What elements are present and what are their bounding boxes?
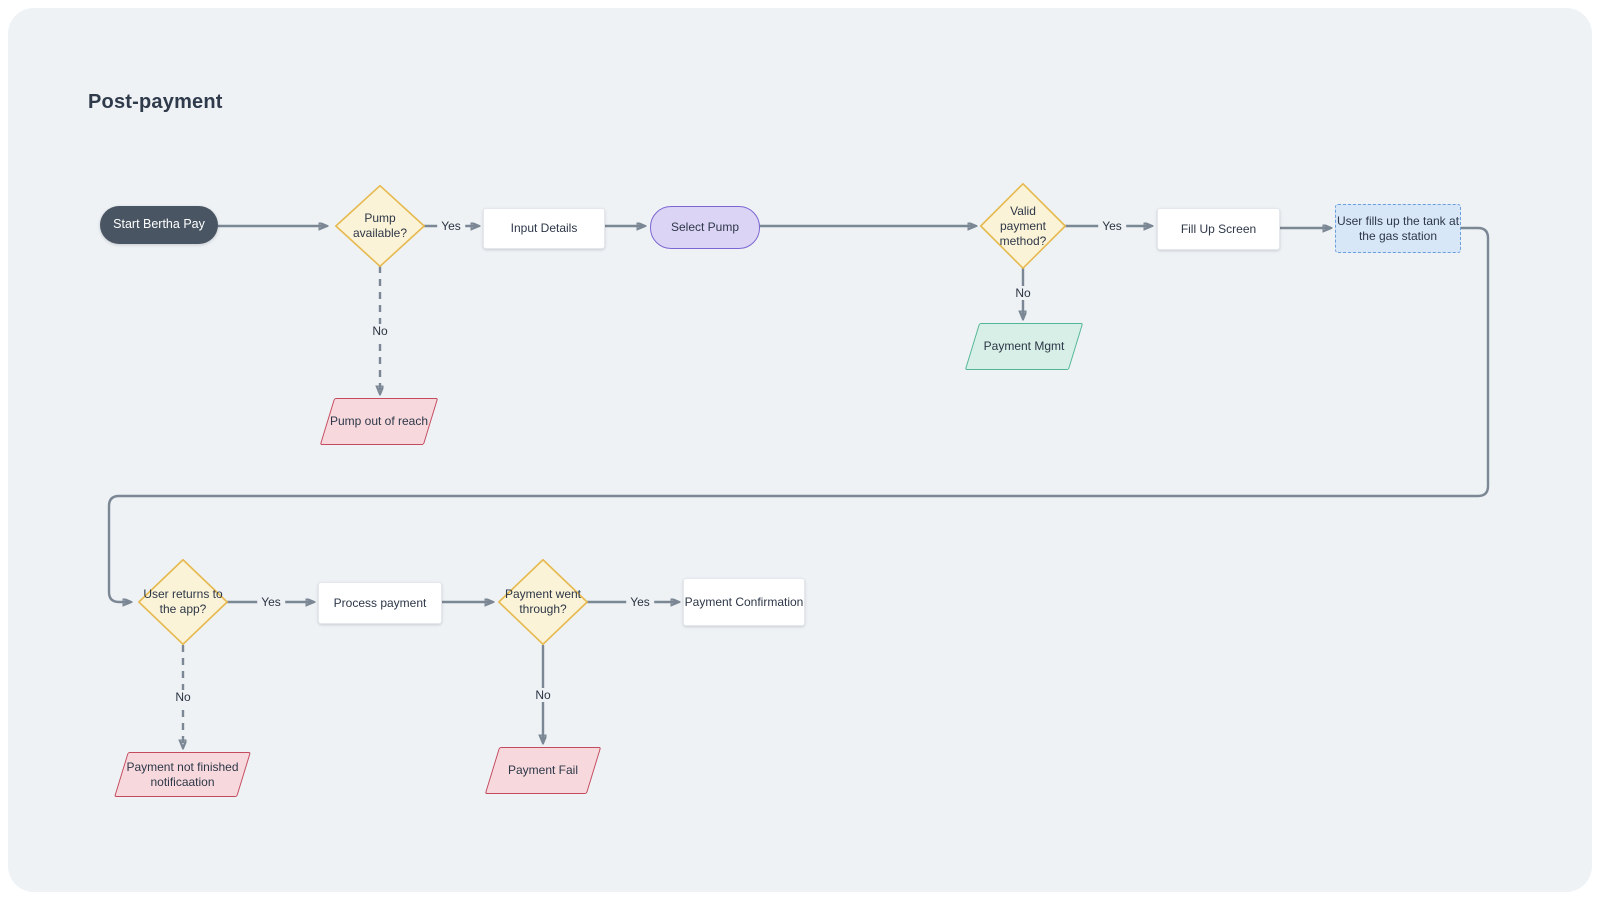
node-label: Payment Confirmation: [684, 594, 804, 609]
edge-label-no: No: [1011, 286, 1035, 300]
edge-label-yes: Yes: [626, 595, 654, 609]
node-decision-pump-available[interactable]: Pump available?: [334, 184, 426, 268]
node-user-fills-up-tank[interactable]: User fills up the tank at the gas statio…: [1335, 204, 1461, 253]
node-label: Payment not finished notificaation: [126, 759, 239, 789]
node-decision-valid-payment-method[interactable]: Valid payment method?: [979, 182, 1067, 270]
node-label: Payment Mgmt: [983, 339, 1065, 353]
node-payment-fail[interactable]: Payment Fail: [483, 747, 603, 794]
edge-user-fills-tank-to-user-returns: [107, 226, 1490, 602]
node-label: User fills up the tank at the gas statio…: [1336, 213, 1460, 243]
edge-label-no: No: [171, 690, 195, 704]
flow-canvas: [8, 8, 1592, 892]
node-label: Input Details: [510, 221, 578, 235]
diamond-shape: [979, 182, 1067, 270]
node-payment-not-finished-notification[interactable]: Payment not finished notificaation: [112, 752, 253, 797]
edge-label-yes: Yes: [437, 219, 465, 233]
node-label: Fill Up Screen: [1180, 221, 1257, 236]
node-payment-mgmt[interactable]: Payment Mgmt: [963, 323, 1085, 370]
node-decision-user-returns[interactable]: User returns to the app?: [137, 558, 229, 646]
node-label: Select Pump: [670, 220, 740, 234]
node-start-bertha-pay[interactable]: Start Bertha Pay: [100, 206, 218, 244]
edge-label-no: No: [531, 688, 555, 702]
diamond-shape: [497, 558, 589, 646]
node-payment-confirmation[interactable]: Payment Confirmation: [683, 578, 805, 626]
node-label: Valid payment method?: [999, 203, 1047, 248]
node-pump-out-of-reach[interactable]: Pump out of reach: [318, 398, 440, 445]
edge-label-yes: Yes: [1098, 219, 1126, 233]
node-label: Start Bertha Pay: [113, 217, 205, 232]
node-label: Payment Fail: [507, 763, 579, 777]
diamond-shape: [334, 184, 426, 268]
node-label: Process payment: [333, 595, 427, 610]
edge-label-yes: Yes: [257, 595, 285, 609]
node-process-payment[interactable]: Process payment: [318, 582, 442, 624]
edge-label-no: No: [368, 324, 392, 338]
node-label: Pump out of reach: [329, 414, 429, 428]
node-input-details[interactable]: Input Details: [483, 208, 605, 249]
diagram-title: Post-payment: [88, 91, 223, 113]
node-label: User returns to the app?: [143, 587, 223, 616]
node-select-pump[interactable]: Select Pump: [650, 206, 760, 249]
diamond-shape: [137, 558, 229, 646]
node-label: Payment went through?: [504, 587, 582, 616]
node-fill-up-screen[interactable]: Fill Up Screen: [1157, 208, 1280, 250]
node-label: Pump available?: [352, 211, 408, 240]
node-decision-payment-went-through[interactable]: Payment went through?: [497, 558, 589, 646]
